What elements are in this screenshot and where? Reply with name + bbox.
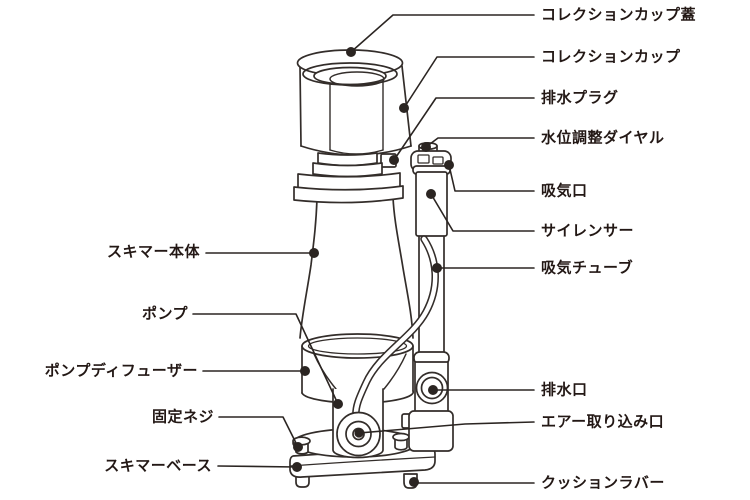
silencer-drawing xyxy=(401,141,454,452)
fixing-screw-right xyxy=(392,432,410,451)
cup-neck-drawing xyxy=(293,152,404,204)
label-drain-plug: 排水プラグ xyxy=(541,88,619,107)
label-fixing-screw: 固定ネジ xyxy=(151,407,214,426)
label-skimmer-base: スキマーベース xyxy=(104,456,212,475)
label-pump: ポンプ xyxy=(141,304,188,323)
label-silencer: サイレンサー xyxy=(541,221,635,240)
label-water-level-dial: 水位調整ダイヤル xyxy=(541,128,665,147)
label-collection-cup-lid: コレクションカップ蓋 xyxy=(541,5,697,24)
air-intake-slot xyxy=(432,156,444,165)
label-drain-outlet: 排水口 xyxy=(541,380,588,399)
collection-cup-drawing xyxy=(299,65,412,156)
label-collection-cup: コレクションカップ xyxy=(541,47,681,66)
leader-lines xyxy=(192,14,535,484)
label-air-tube: 吸気チューブ xyxy=(541,258,634,277)
label-cushion-rubber: クッションラバー xyxy=(541,473,665,492)
pipe-bracket xyxy=(408,410,454,452)
air-tube-drawing xyxy=(352,235,439,421)
air-intake-slot xyxy=(417,154,430,164)
callout-dots xyxy=(292,47,454,487)
label-skimmer-body: スキマー本体 xyxy=(106,242,200,261)
label-air-intake: 吸気口 xyxy=(541,181,588,200)
label-pump-diffuser: ポンプディフューザー xyxy=(44,361,198,380)
label-air-inlet-port: エアー取り込み口 xyxy=(541,412,665,431)
skimmer-body-drawing xyxy=(299,196,414,339)
